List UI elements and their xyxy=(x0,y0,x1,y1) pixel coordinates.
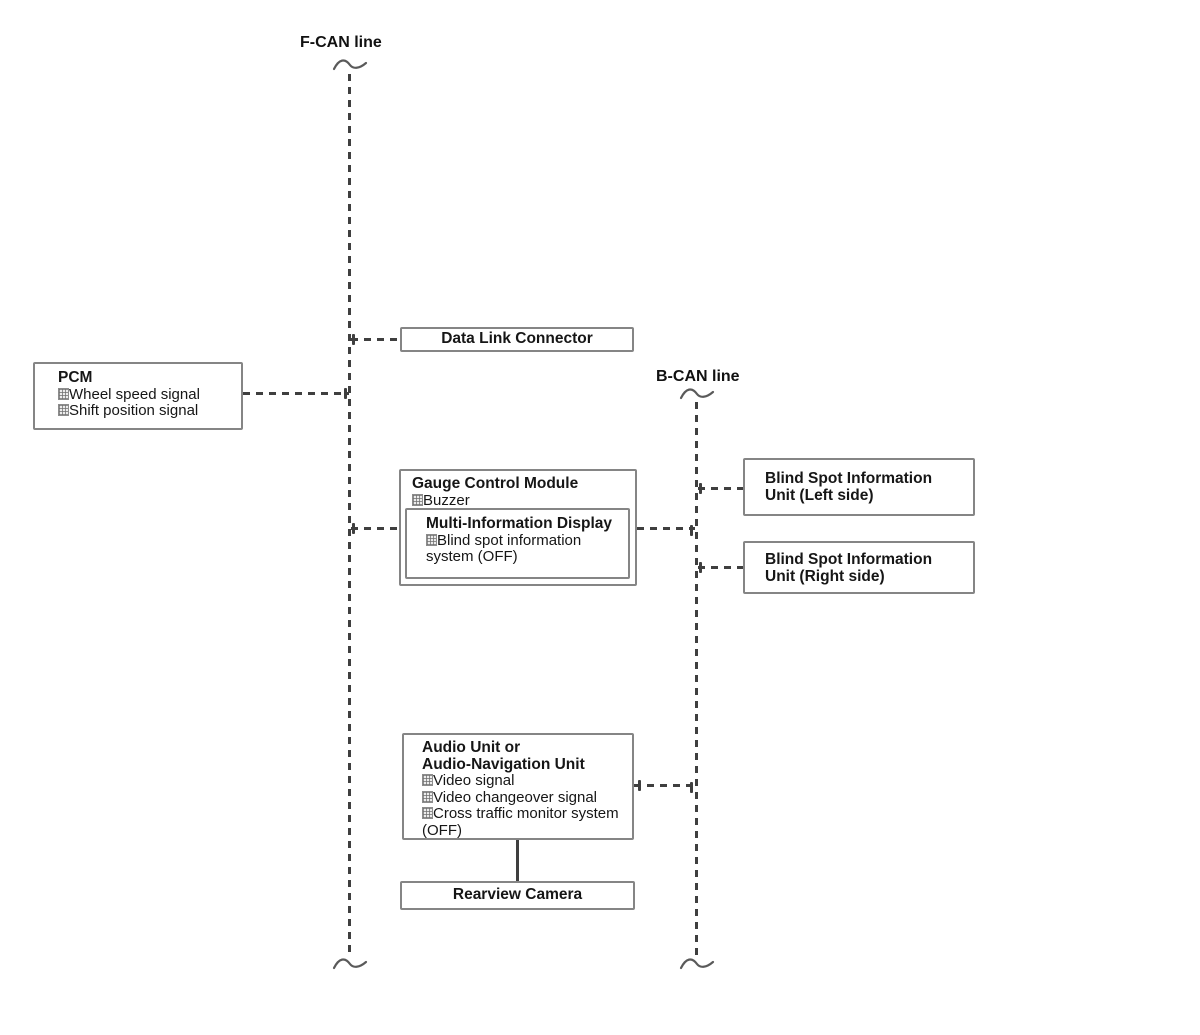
connector-fcan-to-gauge xyxy=(351,527,399,530)
pcm-item: Shift position signal xyxy=(58,402,235,420)
blind-spot-information-unit-left-box: Blind Spot Information Unit (Left side) xyxy=(743,458,975,516)
pcm-item-label: Shift position signal xyxy=(69,402,199,419)
bcan-line-label: B-CAN line xyxy=(656,368,740,385)
gauge-item-label: Buzzer xyxy=(423,491,470,509)
rearview-camera-box: Rearview Camera xyxy=(400,881,635,910)
bsi-right-line2: Unit (Right side) xyxy=(765,567,885,585)
connector-audio-to-bcan xyxy=(634,784,695,787)
tofu-bullet-icon xyxy=(412,493,423,506)
tofu-bullet-icon xyxy=(422,790,433,803)
bsi-left-line1: Blind Spot Information xyxy=(765,470,933,487)
connector-bcan-to-bsi-right xyxy=(698,566,743,569)
connector-bcan-to-bsi-left xyxy=(698,487,743,490)
audio-item-label: Cross traffic monitor system (OFF) xyxy=(422,805,619,839)
junction-tick-bsi-left xyxy=(699,483,702,494)
connector-pcm-to-fcan xyxy=(243,392,349,395)
bcan-bottom-break-squiggle-icon xyxy=(679,958,715,970)
fcan-bottom-break-squiggle-icon xyxy=(332,958,368,970)
audio-item-label: Video signal xyxy=(433,772,515,789)
mid-item: Blind spot information system (OFF) xyxy=(426,531,602,566)
pcm-title: PCM xyxy=(58,369,93,386)
tofu-bullet-icon xyxy=(58,404,69,416)
junction-tick-audio-left xyxy=(638,780,641,791)
gauge-control-module-title: Gauge Control Module xyxy=(412,475,579,492)
data-link-connector-title: Data Link Connector xyxy=(441,330,593,348)
connector-gauge-to-bcan xyxy=(637,527,695,530)
junction-tick-data-link xyxy=(352,334,355,345)
connector-audio-to-rearview xyxy=(516,840,519,882)
pcm-item-label: Wheel speed signal xyxy=(69,385,200,403)
junction-tick-pcm xyxy=(344,388,347,399)
bsi-left-line2: Unit (Left side) xyxy=(765,487,874,504)
multi-information-display-title: Multi-Information Display xyxy=(426,515,612,532)
connector-fcan-to-data-link xyxy=(351,338,400,341)
mid-item-label: Blind spot information system (OFF) xyxy=(426,531,582,565)
audio-unit-box: Audio Unit or Audio-Navigation Unit Vide… xyxy=(402,733,634,840)
junction-tick-audio-right xyxy=(690,782,693,793)
bsi-right-line1: Blind Spot Information xyxy=(765,550,933,568)
tofu-bullet-icon xyxy=(422,807,433,819)
audio-item: Cross traffic monitor system (OFF) xyxy=(422,805,620,839)
junction-tick-bsi-right xyxy=(699,562,702,573)
junction-tick-gauge-right xyxy=(690,525,693,536)
data-link-connector-box: Data Link Connector xyxy=(400,327,634,352)
audio-title-line2: Audio-Navigation Unit xyxy=(422,755,585,773)
gauge-control-module-box: Gauge Control Module Buzzer Multi-Inform… xyxy=(399,469,637,586)
fcan-bus-line xyxy=(348,74,351,958)
rearview-camera-title: Rearview Camera xyxy=(452,886,583,904)
blind-spot-information-unit-right-box: Blind Spot Information Unit (Right side) xyxy=(743,541,975,594)
tofu-bullet-icon xyxy=(426,533,437,546)
audio-item: Video changeover signal xyxy=(422,788,620,807)
tofu-bullet-icon xyxy=(422,774,433,786)
fcan-line-label: F-CAN line xyxy=(300,34,382,51)
bcan-top-break-squiggle-icon xyxy=(679,388,715,400)
pcm-item: Wheel speed signal xyxy=(58,385,235,404)
bcan-bus-line xyxy=(695,402,698,958)
audio-title-line1: Audio Unit or xyxy=(422,739,521,756)
tofu-bullet-icon xyxy=(58,387,69,400)
junction-tick-gauge-left xyxy=(352,523,355,534)
gauge-item: Buzzer xyxy=(412,491,629,510)
multi-information-display-box: Multi-Information Display Blind spot inf… xyxy=(405,508,630,579)
audio-item: Video signal xyxy=(422,772,620,790)
fcan-top-break-squiggle-icon xyxy=(332,59,368,71)
audio-item-label: Video changeover signal xyxy=(433,788,598,806)
pcm-box: PCM Wheel speed signal Shift position si… xyxy=(33,362,243,430)
